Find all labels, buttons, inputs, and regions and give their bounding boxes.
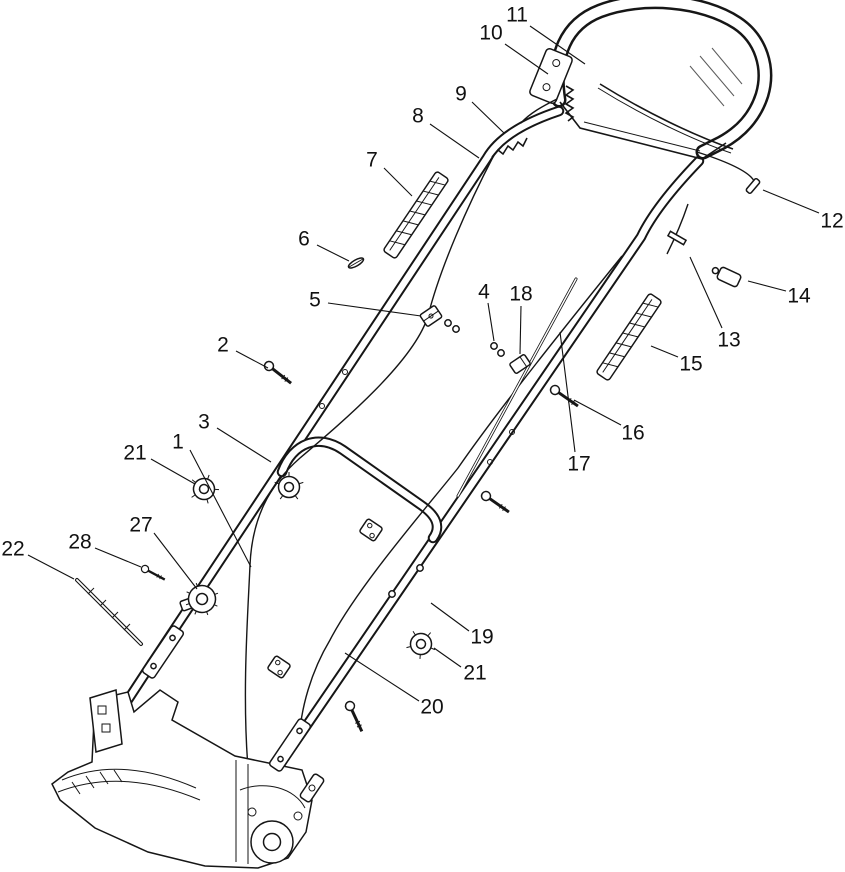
mower-deck: [51, 689, 325, 869]
pin-6: [347, 257, 365, 269]
washer-4a: [490, 342, 498, 350]
leader-line-15: [650, 345, 679, 358]
leader-line-4: [487, 302, 495, 342]
spring-9: [491, 137, 528, 158]
leader-line-11: [529, 25, 586, 65]
callout-28: 28: [68, 531, 91, 554]
tube-holes: [319, 369, 515, 598]
grip-texture: [689, 47, 743, 107]
leader-line-14: [747, 280, 787, 292]
callout-2: 2: [217, 334, 229, 357]
bolt-mid: [478, 488, 514, 518]
bolt-28: [138, 562, 168, 584]
leader-line-13: [689, 256, 723, 329]
callout-20: 20: [420, 696, 443, 719]
rod-22: [75, 578, 143, 646]
bolt-16: [547, 382, 583, 412]
callout-9: 9: [455, 83, 467, 106]
leader-line-28: [94, 547, 142, 568]
bolt-lower: [342, 698, 368, 735]
small-parts: [75, 170, 663, 773]
callout-10: 10: [479, 22, 502, 45]
leader-line-1: [189, 449, 252, 568]
callout-18: 18: [509, 283, 532, 306]
callout-12: 12: [820, 210, 843, 233]
callout-27: 27: [129, 514, 152, 537]
mount-plate-right: [267, 717, 313, 773]
leader-line-5: [327, 302, 422, 317]
leader-line-16: [573, 399, 622, 426]
callout-5: 5: [309, 289, 321, 312]
callout-21: 21: [123, 442, 146, 465]
leader-line-19: [430, 602, 470, 632]
handle-knob-21a: [185, 469, 224, 507]
callout-16: 16: [621, 422, 644, 445]
leader-line-12: [762, 189, 820, 214]
cable-end-12: [745, 178, 761, 194]
callout-3: 3: [198, 411, 210, 434]
deck-roller-bracket: [299, 773, 325, 803]
callout-17: 17: [567, 453, 590, 476]
trim-strip-15: [595, 292, 663, 382]
handle-tubes: [114, 105, 705, 798]
leader-line-7: [383, 167, 413, 197]
callout-21: 21: [463, 662, 486, 685]
callout-11: 11: [506, 4, 528, 27]
callout-7: 7: [366, 149, 378, 172]
cable-13-line: [666, 203, 689, 255]
bolt-2: [261, 358, 296, 389]
cable-clamp-5: [419, 305, 443, 327]
leader-line-10: [504, 43, 549, 75]
cable-clip-lower: [266, 654, 292, 680]
bracket-spring: [564, 85, 575, 122]
leader-line-9: [471, 101, 505, 134]
cable-rod-13: [666, 230, 688, 246]
handle-lock-27: [179, 576, 225, 622]
leader-line-21: [433, 647, 462, 668]
callout-15: 15: [679, 353, 702, 376]
callout-13: 13: [717, 329, 740, 352]
left-cable: [244, 154, 495, 769]
handle-bracket: [529, 48, 573, 104]
callout-19: 19: [470, 626, 493, 649]
leader-line-6: [316, 244, 350, 262]
callout-6: 6: [298, 228, 310, 251]
leader-line-2: [235, 350, 269, 369]
callout-22: 22: [1, 538, 24, 561]
leader-line-20: [344, 652, 420, 702]
leader-line-8: [429, 123, 480, 159]
right-cable: [298, 255, 623, 745]
bushing-18: [509, 354, 531, 374]
callout-1: 1: [172, 431, 184, 454]
upper-handle-assembly: [529, 0, 773, 288]
leader-line-21: [150, 458, 196, 485]
callout-8: 8: [412, 105, 424, 128]
deck-bracket: [89, 689, 123, 753]
bail-lever: [599, 83, 734, 150]
leader-line-17: [559, 331, 576, 453]
leader-line-22: [27, 554, 75, 580]
leader-line-3: [216, 427, 272, 463]
leader-line-27: [153, 532, 198, 590]
washer-4b: [497, 349, 505, 357]
trim-strip-7: [382, 170, 450, 260]
callout-14: 14: [787, 285, 811, 308]
cable-clip-upper: [358, 517, 384, 543]
cable-connector-14: [711, 266, 742, 288]
handle-knob-21b: [401, 622, 443, 664]
mount-plate-left: [140, 624, 186, 680]
leader-line-18: [519, 305, 522, 355]
cables: [244, 98, 623, 769]
callout-4: 4: [478, 281, 490, 304]
